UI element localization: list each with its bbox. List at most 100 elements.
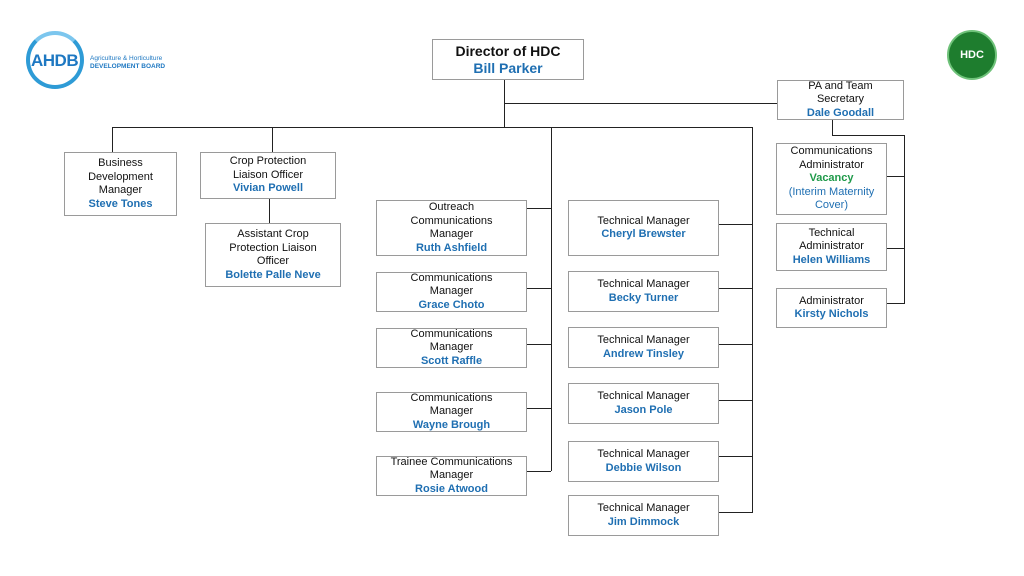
connector-comms-4 bbox=[527, 408, 551, 409]
ahdb-logo-mark: AHDB bbox=[31, 51, 79, 70]
comms-2-name: Grace Choto bbox=[418, 298, 485, 311]
cpl-line1: Crop Protection bbox=[229, 155, 307, 168]
ahdb-logo: AHDB Agriculture & Horticulture DEVELOPM… bbox=[26, 31, 176, 95]
tech-box-5: Technical Manager Debbie Wilson bbox=[568, 441, 719, 482]
director-box: Director of HDC Bill Parker bbox=[432, 39, 584, 80]
connector-admin-spine bbox=[904, 135, 905, 304]
tech-box-1: Technical Manager Cheryl Brewster bbox=[568, 200, 719, 256]
connector-director-down bbox=[504, 80, 505, 128]
admin-1-note1: (Interim Maternity bbox=[788, 185, 875, 198]
hdc-logo: HDC bbox=[947, 30, 997, 80]
acpl-line1: Assistant Crop bbox=[237, 228, 309, 240]
connector-pa bbox=[504, 103, 777, 104]
connector-admin-1 bbox=[887, 176, 904, 177]
ahdb-subtitle-line2: DEVELOPMENT BOARD bbox=[90, 62, 166, 70]
admin-2-line1: Technical bbox=[808, 226, 855, 239]
comms-1-line3: Manager bbox=[429, 228, 474, 240]
acpl-name: Bolette Palle Neve bbox=[225, 268, 321, 281]
comms-1-line2: Communications bbox=[410, 214, 493, 227]
ahdb-subtitle-line1: Agriculture & Horticulture bbox=[90, 55, 163, 62]
admin-box-1: Communications Administrator Vacancy (In… bbox=[776, 143, 887, 215]
pa-title-line1: PA and Team bbox=[808, 79, 873, 92]
admin-3-name: Kirsty Nichols bbox=[794, 308, 869, 320]
comms-3-line1: Communications bbox=[410, 327, 493, 340]
connector-admin-top bbox=[832, 135, 905, 136]
bdm-line1: Business bbox=[98, 157, 143, 169]
comms-4-line2: Manager bbox=[429, 405, 474, 418]
connector-comms-3 bbox=[527, 344, 551, 345]
connector-tech-spine bbox=[752, 127, 753, 513]
connector-admin-3 bbox=[887, 303, 904, 304]
tech-1-title: Technical Manager bbox=[597, 214, 690, 227]
acpl-line2: Protection Liaison bbox=[229, 241, 317, 254]
comms-3-name: Scott Raffle bbox=[420, 354, 483, 367]
tech-box-4: Technical Manager Jason Pole bbox=[568, 383, 719, 424]
tech-box-2: Technical Manager Becky Turner bbox=[568, 271, 719, 312]
connector-comms-spine bbox=[551, 127, 552, 471]
ahdb-logo-ring bbox=[26, 31, 84, 89]
connector-tech-2 bbox=[719, 288, 752, 289]
connector-main-bus bbox=[112, 127, 753, 128]
connector-pa-down bbox=[832, 120, 833, 136]
comms-2-line2: Manager bbox=[429, 285, 474, 298]
admin-1-status: Vacancy bbox=[809, 172, 854, 185]
tech-box-3: Technical Manager Andrew Tinsley bbox=[568, 327, 719, 368]
ahdb-logo-subtitle: Agriculture & Horticulture DEVELOPMENT B… bbox=[90, 55, 165, 70]
tech-6-title: Technical Manager bbox=[597, 502, 690, 514]
admin-2-line2: Administrator bbox=[799, 240, 864, 253]
comms-4-line1: Communications bbox=[410, 391, 493, 404]
connector-tech-3 bbox=[719, 344, 752, 345]
comms-box-1: Outreach Communications Manager Ruth Ash… bbox=[376, 200, 527, 256]
tech-6-name: Jim Dimmock bbox=[607, 515, 680, 528]
connector-acpl bbox=[269, 199, 270, 223]
hdc-logo-mark: HDC bbox=[960, 49, 984, 61]
director-name: Bill Parker bbox=[473, 59, 543, 76]
admin-1-line1: Communications bbox=[790, 145, 873, 158]
tech-5-title: Technical Manager bbox=[597, 448, 690, 460]
tech-2-name: Becky Turner bbox=[608, 291, 679, 304]
pa-box: PA and Team Secretary Dale Goodall bbox=[777, 80, 904, 120]
comms-5-line1: Trainee Communications bbox=[390, 455, 513, 468]
pa-name: Dale Goodall bbox=[806, 106, 875, 119]
comms-box-3: Communications Manager Scott Raffle bbox=[376, 328, 527, 368]
admin-1-line2: Administrator bbox=[799, 158, 864, 171]
connector-bdm bbox=[112, 127, 113, 152]
bdm-name: Steve Tones bbox=[88, 197, 153, 210]
tech-box-6: Technical Manager Jim Dimmock bbox=[568, 495, 719, 536]
admin-box-3: Administrator Kirsty Nichols bbox=[776, 288, 887, 328]
tech-4-name: Jason Pole bbox=[614, 403, 673, 416]
cpl-line2: Liaison Officer bbox=[232, 168, 304, 181]
connector-admin-2 bbox=[887, 248, 904, 249]
comms-4-name: Wayne Brough bbox=[412, 418, 491, 431]
bdm-box: Business Development Manager Steve Tones bbox=[64, 152, 177, 216]
tech-3-name: Andrew Tinsley bbox=[602, 347, 685, 360]
connector-comms-2 bbox=[527, 288, 551, 289]
admin-1-note2: Cover) bbox=[814, 199, 848, 212]
connector-comms-1 bbox=[527, 208, 551, 209]
connector-cpl bbox=[272, 127, 273, 152]
comms-box-5: Trainee Communications Manager Rosie Atw… bbox=[376, 456, 527, 496]
cpl-box: Crop Protection Liaison Officer Vivian P… bbox=[200, 152, 336, 199]
pa-title-line2: Secretary bbox=[816, 93, 865, 106]
bdm-line3: Manager bbox=[98, 184, 143, 196]
tech-2-title: Technical Manager bbox=[597, 278, 690, 290]
cpl-name: Vivian Powell bbox=[232, 182, 304, 195]
tech-5-name: Debbie Wilson bbox=[605, 461, 682, 474]
tech-3-title: Technical Manager bbox=[597, 334, 690, 346]
comms-1-name: Ruth Ashfield bbox=[415, 241, 488, 254]
admin-3-line1: Administrator bbox=[799, 294, 864, 307]
admin-box-2: Technical Administrator Helen Williams bbox=[776, 223, 887, 271]
tech-4-title: Technical Manager bbox=[597, 390, 690, 402]
comms-5-line2: Manager bbox=[429, 469, 474, 482]
comms-box-2: Communications Manager Grace Choto bbox=[376, 272, 527, 312]
admin-2-name: Helen Williams bbox=[792, 253, 871, 266]
comms-1-line1: Outreach bbox=[428, 201, 475, 213]
comms-box-4: Communications Manager Wayne Brough bbox=[376, 392, 527, 432]
bdm-line2: Development bbox=[88, 170, 153, 183]
comms-2-line1: Communications bbox=[410, 271, 493, 284]
acpl-line3: Officer bbox=[256, 255, 290, 267]
comms-5-name: Rosie Atwood bbox=[415, 482, 488, 495]
connector-tech-4 bbox=[719, 400, 752, 401]
connector-comms-5 bbox=[527, 471, 551, 472]
comms-3-line2: Manager bbox=[429, 341, 474, 354]
